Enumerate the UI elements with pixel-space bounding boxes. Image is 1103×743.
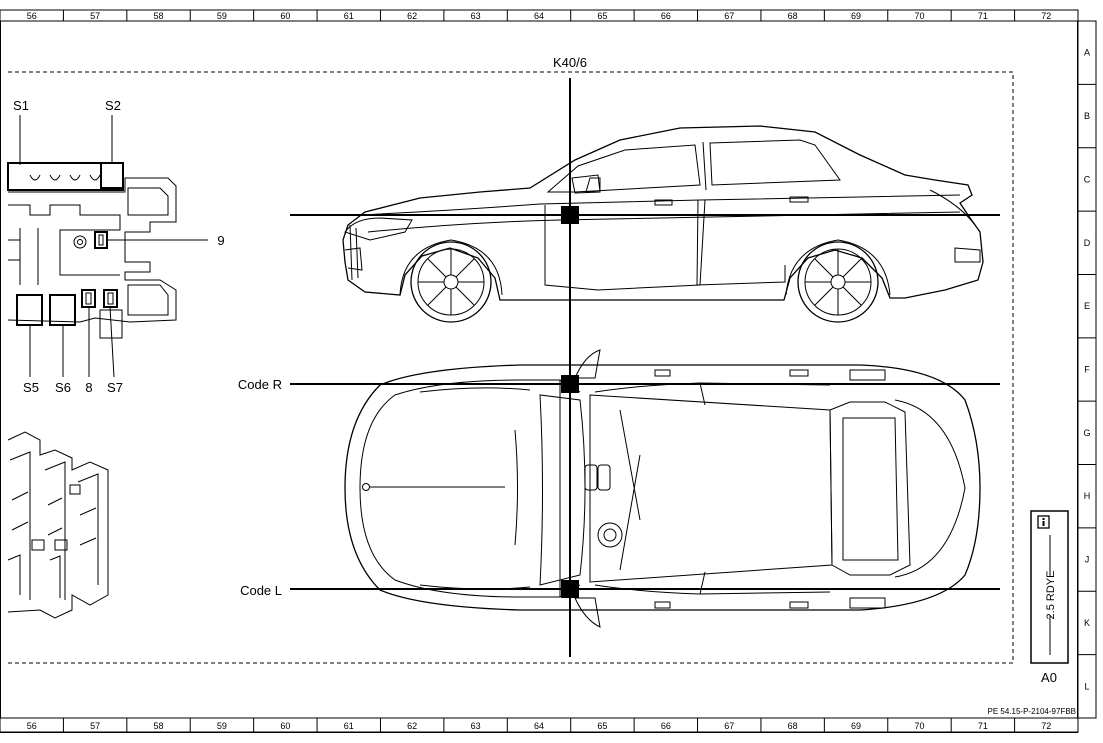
column-label-bottom: 65 bbox=[597, 721, 607, 731]
column-label-bottom: 64 bbox=[534, 721, 544, 731]
fuse-strip bbox=[7, 162, 124, 191]
row-label: E bbox=[1084, 301, 1090, 311]
row-label: F bbox=[1084, 365, 1090, 375]
column-label-bottom: 59 bbox=[217, 721, 227, 731]
column-label-top: 58 bbox=[154, 11, 164, 21]
column-label-top: 57 bbox=[90, 11, 100, 21]
fuse-label-9: 9 bbox=[217, 233, 224, 248]
column-label-bottom: 57 bbox=[90, 721, 100, 731]
column-label-top: 56 bbox=[27, 11, 37, 21]
fuse-s6 bbox=[49, 294, 76, 326]
car-top-view bbox=[344, 349, 981, 628]
fuse-label-8: 8 bbox=[85, 380, 92, 395]
row-label: J bbox=[1085, 555, 1090, 565]
column-label-bottom: 60 bbox=[280, 721, 290, 731]
row-label: B bbox=[1084, 111, 1090, 121]
fuse-label-s1: S1 bbox=[13, 98, 29, 113]
column-label-bottom: 63 bbox=[471, 721, 481, 731]
row-label: D bbox=[1084, 238, 1091, 248]
row-label: A bbox=[1084, 48, 1090, 58]
column-label-top: 66 bbox=[661, 11, 671, 21]
column-label-top: 59 bbox=[217, 11, 227, 21]
bottom-ruler bbox=[0, 717, 1079, 733]
column-label-bottom: 66 bbox=[661, 721, 671, 731]
fuse-label-s5: S5 bbox=[23, 380, 39, 395]
row-label: K bbox=[1084, 618, 1090, 628]
top-ruler bbox=[0, 9, 1079, 22]
column-label-top: 68 bbox=[788, 11, 798, 21]
column-label-bottom: 69 bbox=[851, 721, 861, 731]
relay-block bbox=[7, 431, 109, 619]
location-marker-side bbox=[561, 206, 579, 224]
column-ticks: 56 56 57 57 58 58 59 59 60 60 61 61 62 62 63 63 64 64 65 65… bbox=[27, 10, 1051, 732]
fuse-9 bbox=[94, 231, 108, 249]
info-icon bbox=[1037, 515, 1050, 529]
column-label-bottom: 62 bbox=[407, 721, 417, 731]
column-label-bottom: 70 bbox=[914, 721, 924, 731]
location-code-label: A0 bbox=[1041, 670, 1057, 685]
column-label-bottom: 72 bbox=[1041, 721, 1051, 731]
column-label-top: 71 bbox=[978, 11, 988, 21]
component-label: K40/6 bbox=[553, 55, 587, 70]
code-l-label: Code L bbox=[240, 583, 282, 598]
fuse-s2 bbox=[100, 162, 124, 189]
column-label-top: 64 bbox=[534, 11, 544, 21]
right-ruler bbox=[1077, 20, 1097, 719]
outer-frame bbox=[0, 10, 1078, 733]
column-label-bottom: 68 bbox=[788, 721, 798, 731]
fuse-housing bbox=[7, 177, 177, 323]
location-marker-code-l bbox=[561, 580, 579, 598]
row-label: L bbox=[1084, 681, 1089, 691]
column-label-bottom: 58 bbox=[154, 721, 164, 731]
column-label-top: 67 bbox=[724, 11, 734, 21]
fuse-label-s2: S2 bbox=[105, 98, 121, 113]
column-label-top: 63 bbox=[471, 11, 481, 21]
column-label-top: 72 bbox=[1041, 11, 1051, 21]
car-side-view bbox=[342, 125, 984, 323]
column-label-top: 62 bbox=[407, 11, 417, 21]
zone-boundary bbox=[8, 71, 1014, 664]
fuse-label-s6: S6 bbox=[55, 380, 71, 395]
column-label-top: 60 bbox=[280, 11, 290, 21]
document-reference: PE 54.15-P-2104-97FBB bbox=[988, 707, 1077, 716]
column-label-top: 69 bbox=[851, 11, 861, 21]
column-label-top: 70 bbox=[914, 11, 924, 21]
column-label-bottom: 56 bbox=[27, 721, 37, 731]
row-label: G bbox=[1083, 428, 1090, 438]
row-ticks: A B C D E F G H J K L bbox=[1078, 48, 1096, 691]
column-label-bottom: 67 bbox=[724, 721, 734, 731]
wire-spec-label: 2.5 RDYE bbox=[1045, 571, 1057, 620]
column-label-bottom: 61 bbox=[344, 721, 354, 731]
column-label-top: 65 bbox=[597, 11, 607, 21]
info-box: 2.5 RDYE bbox=[1030, 510, 1069, 664]
column-label-bottom: 71 bbox=[978, 721, 988, 731]
row-label: C bbox=[1084, 174, 1091, 184]
locator-lines bbox=[290, 78, 1000, 657]
code-r-label: Code R bbox=[238, 377, 282, 392]
column-label-top: 61 bbox=[344, 11, 354, 21]
location-marker-code-r bbox=[561, 375, 579, 393]
fuse-label-s7: S7 bbox=[107, 380, 123, 395]
fuse-box bbox=[7, 115, 208, 378]
row-label: H bbox=[1084, 491, 1091, 501]
